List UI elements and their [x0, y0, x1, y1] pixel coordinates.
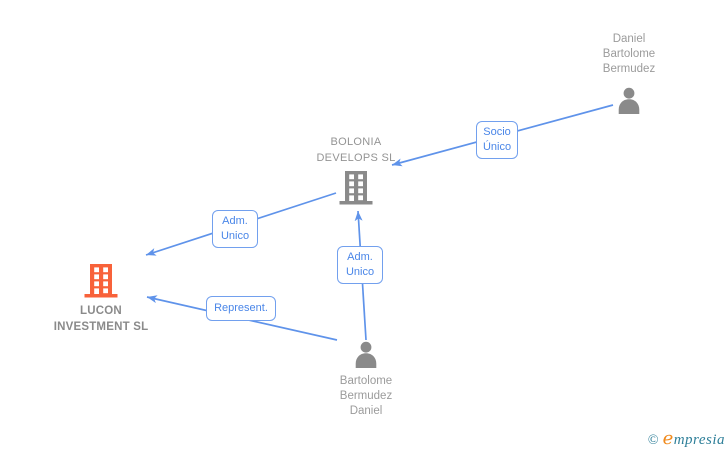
person-icon	[618, 87, 640, 114]
node-person-daniel[interactable]: Daniel Bartolome Bermudez	[574, 32, 684, 114]
person-name-line: Bartolome	[339, 375, 393, 387]
person-name: Bartolome Bermudez Daniel	[340, 374, 392, 419]
node-company-bolonia[interactable]: BOLONIA DEVELOPS SL	[296, 134, 416, 205]
node-person-bartolome[interactable]: Bartolome Bermudez Daniel	[306, 341, 426, 419]
person-name-line: Bermudez	[339, 390, 393, 402]
company-name-line: DEVELOPS SL	[316, 152, 396, 164]
empresia-watermark: © empresia	[648, 428, 725, 449]
edge-label-represent: Represent.	[206, 296, 276, 321]
person-icon	[355, 341, 377, 368]
person-name: Daniel Bartolome Bermudez	[603, 32, 655, 77]
brand-logo: empresia	[662, 428, 725, 449]
person-name-line: Bartolome	[602, 48, 656, 60]
company-name: LUCON INVESTMENT SL	[54, 303, 149, 335]
building-icon	[339, 171, 373, 205]
company-name: BOLONIA DEVELOPS SL	[316, 134, 395, 166]
person-name-line: Daniel	[349, 405, 383, 417]
copyright-icon: ©	[647, 433, 659, 448]
person-name-line: Daniel	[612, 33, 646, 45]
edge-label-adm-unico-1: Adm. Unico	[212, 210, 258, 248]
person-name-line: Bermudez	[602, 63, 656, 75]
edge-label-adm-unico-2: Adm. Unico	[337, 246, 383, 284]
edge-label-socio-unico: Socio Único	[476, 121, 518, 159]
node-company-lucon[interactable]: LUCON INVESTMENT SL	[46, 263, 156, 335]
building-icon-orange	[84, 264, 118, 298]
company-name-line: INVESTMENT SL	[53, 321, 149, 333]
company-name-line: BOLONIA	[330, 136, 382, 148]
company-name-line: LUCON	[80, 305, 122, 317]
